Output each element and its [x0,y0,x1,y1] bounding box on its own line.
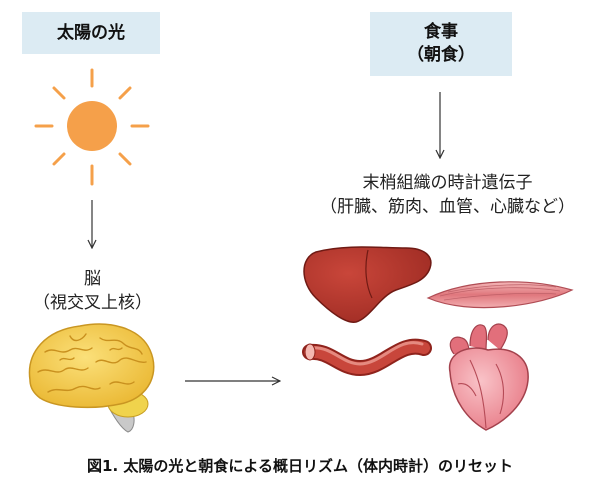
brain-label-subtitle: （視交叉上核） [33,292,152,313]
blood-vessel-icon [302,338,432,377]
heart-icon [448,323,529,431]
brain-icon [28,323,155,433]
peripheral-tissue-label: 末梢組織の時計遺伝子 （肝臓、筋肉、血管、心臓など） [300,172,595,220]
brain-label: 脳 （視交叉上核） [0,268,185,316]
muscle-icon [426,281,574,309]
brain-label-title: 脳 [84,269,101,289]
meal-label: 食事 [424,22,458,43]
meal-box: 食事 （朝食） [370,12,512,76]
sun-light-box: 太陽の光 [22,12,160,54]
liver-icon [303,246,432,323]
peripheral-tissue-title: 末梢組織の時計遺伝子 [362,173,533,193]
sun-light-label: 太陽の光 [57,22,125,43]
meal-sublabel: （朝食） [407,45,475,65]
figure-caption: 図1. 太陽の光と朝食による概日リズム（体内時計）のリセット [87,457,513,475]
peripheral-tissue-subtitle: （肝臓、筋肉、血管、心臓など） [320,196,575,217]
sun-icon [34,68,150,186]
